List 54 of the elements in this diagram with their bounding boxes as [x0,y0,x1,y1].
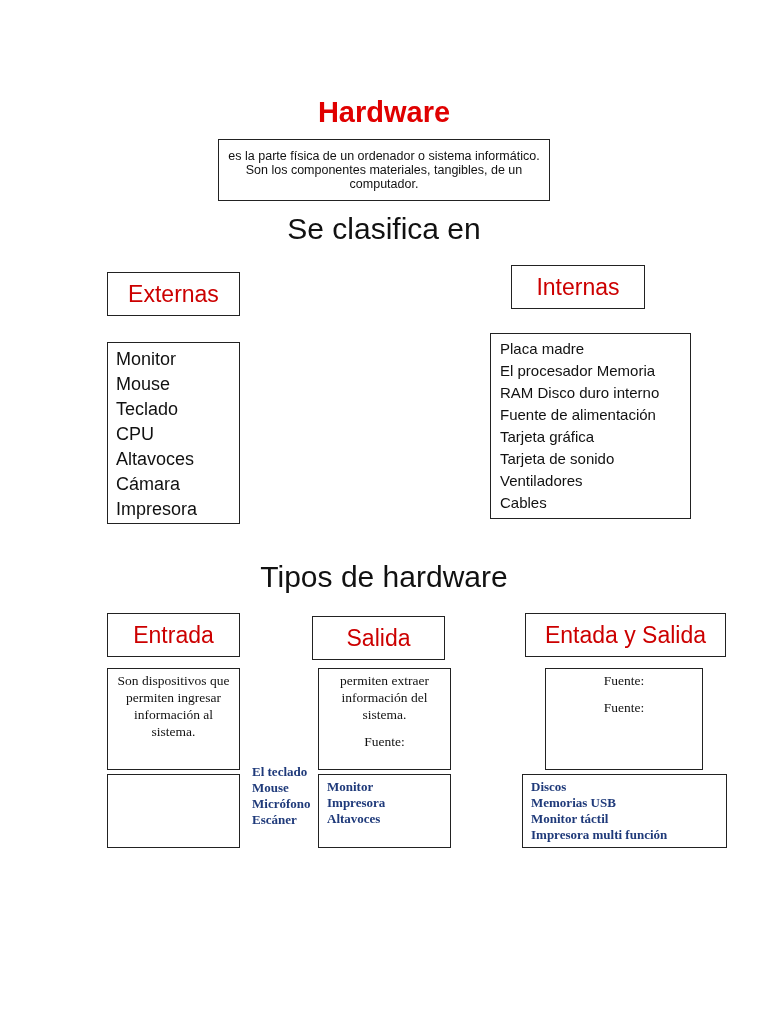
section-heading: Se clasifica en [286,212,482,246]
category-title: Externas [127,280,220,308]
definition-box [218,139,550,201]
list-item: Teclado [116,398,180,421]
category-title: Internas [535,273,621,301]
category-title: Entrada [132,621,215,649]
list-box [490,333,691,519]
description-box [107,668,240,770]
list-item: El procesador Memoria [500,361,657,381]
list-item: Altavoces [116,448,196,471]
definition-text: es la parte física de un ordenador o sistema informático. Son los componentes materiales, tangibles, de un computador. [227,149,541,191]
list-item: Monitor [116,348,178,371]
category-box [312,616,445,660]
category-box [511,265,645,309]
category-title: Salida [345,624,412,652]
list-item: Monitor [327,779,375,795]
list-item: Placa madre [500,339,586,359]
title: Hardware [316,96,452,129]
list-item: Memorias USB [531,795,617,811]
list-item: Impresora [327,795,387,811]
list-item: Cables [500,493,548,513]
list-item: Mouse [116,373,172,396]
list-item: Impresora [116,498,199,521]
description-text: Son dispositivos que permiten ingresar información al sistema. [116,672,231,740]
list-item: Monitor táctil [531,811,610,827]
list-box [107,342,240,524]
empty-box [107,774,240,848]
list-item: Tarjeta de sonido [500,449,616,469]
list-item: Discos [531,779,568,795]
list-item: Ventiladores [500,471,584,491]
list-box [522,774,727,848]
list-box [318,774,451,848]
description-text: Fuente: [363,733,406,750]
list-item: Altavoces [327,811,382,827]
description-text: permiten extraer información del sistema. [339,672,430,723]
category-box [107,613,240,657]
category-box [525,613,726,657]
list-item: Micrófono [252,796,311,812]
description-text: Fuente: [602,672,646,689]
list-item: El teclado [252,764,308,780]
description-text: Fuente: [602,699,646,716]
list-item: CPU [116,423,155,446]
list-item: Mouse [252,780,289,796]
list-item: Fuente de alimentación [500,405,657,425]
source-box [545,668,703,770]
section-heading: Tipos de hardware [259,560,509,594]
list-item: RAM Disco duro interno [500,383,661,403]
list-item: Cámara [116,473,182,496]
category-box [107,272,240,316]
list-item: Escáner [252,812,297,828]
list-item: Impresora multi función [531,827,669,843]
list-item: Tarjeta gráfica [500,427,596,447]
description-box [318,668,451,770]
category-title: Entada y Salida [543,621,708,649]
